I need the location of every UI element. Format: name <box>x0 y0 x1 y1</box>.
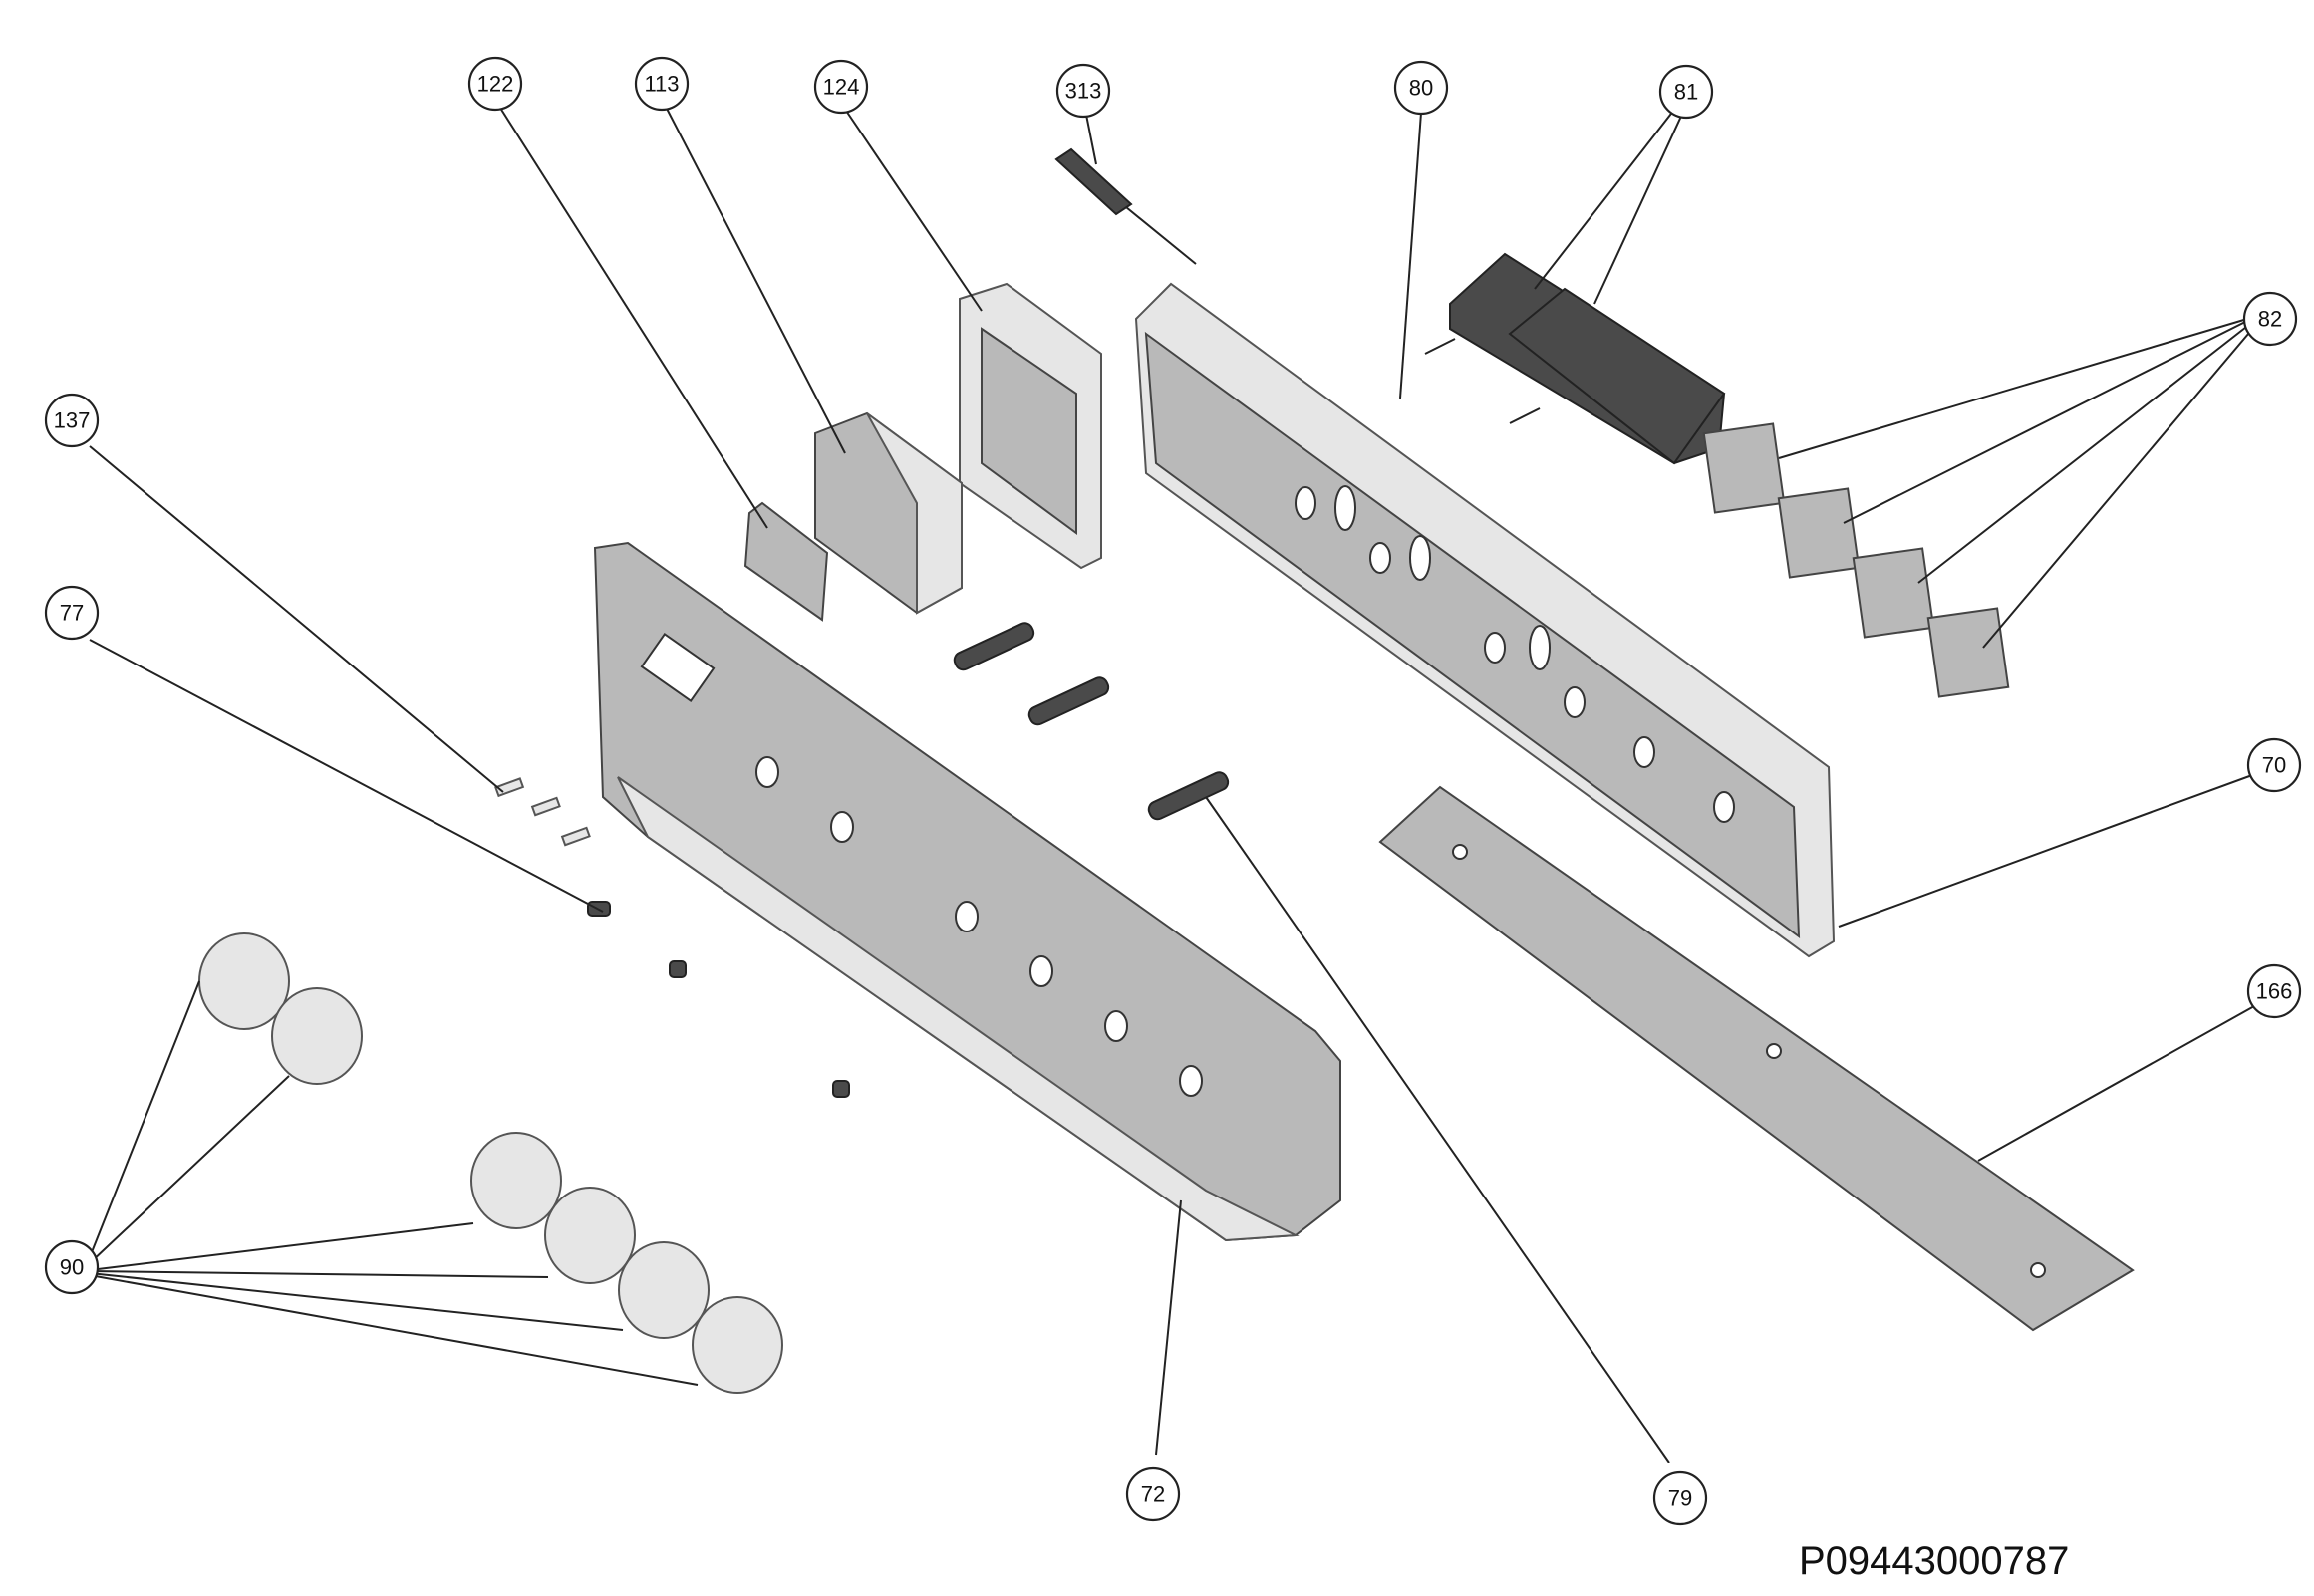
callout-166: 166 <box>2246 963 2302 1019</box>
part-81-selector-switches <box>1424 252 1726 465</box>
callout-90-label: 90 <box>60 1255 84 1280</box>
part-137-screws <box>494 777 591 847</box>
callout-122: 122 <box>467 56 523 112</box>
part-313-sensor <box>1054 147 1197 265</box>
callout-137-label: 137 <box>54 408 91 433</box>
callout-79-label: 79 <box>1668 1486 1692 1511</box>
callout-70: 70 <box>2246 737 2302 793</box>
part-70-rear-bracket <box>1134 282 1836 958</box>
callout-81: 81 <box>1658 64 1714 120</box>
callout-113: 113 <box>634 56 690 112</box>
callout-90: 90 <box>44 1239 100 1295</box>
part-70-holes <box>1295 485 1735 823</box>
callout-113-label: 113 <box>644 72 679 97</box>
callout-124: 124 <box>813 59 869 115</box>
callout-122-label: 122 <box>477 72 514 97</box>
callout-77: 77 <box>44 585 100 641</box>
callout-72-label: 72 <box>1141 1482 1165 1507</box>
callout-81-label: 81 <box>1674 80 1698 105</box>
callout-82: 82 <box>2242 291 2298 347</box>
part-113-timer-module <box>814 411 963 615</box>
callout-72: 72 <box>1125 1466 1181 1522</box>
callout-313: 313 <box>1055 63 1111 119</box>
part-82-energy-regulators <box>1702 422 2010 698</box>
callout-166-label: 166 <box>2256 979 2293 1004</box>
callout-137: 137 <box>44 393 100 448</box>
callout-79: 79 <box>1652 1470 1708 1526</box>
callout-313-label: 313 <box>1065 79 1102 104</box>
callout-82-label: 82 <box>2258 307 2282 332</box>
part-79-connector-bars <box>953 622 1230 821</box>
part-72-knob-holes <box>755 756 1203 1097</box>
callout-77-label: 77 <box>60 601 84 626</box>
part-166-bottom-plate <box>1378 785 2135 1332</box>
callout-124-label: 124 <box>823 75 860 100</box>
leader-lines <box>89 104 2255 1463</box>
callout-70-label: 70 <box>2262 753 2286 778</box>
part-124-frame <box>959 282 1102 570</box>
callout-80: 80 <box>1393 60 1449 116</box>
part-72-front-panel <box>593 541 1341 1242</box>
callout-80-label: 80 <box>1409 76 1433 101</box>
part-122-display-window <box>743 501 829 622</box>
part-90-control-knobs <box>198 932 783 1394</box>
drawing-number: P09443000787 <box>1799 1539 2070 1583</box>
